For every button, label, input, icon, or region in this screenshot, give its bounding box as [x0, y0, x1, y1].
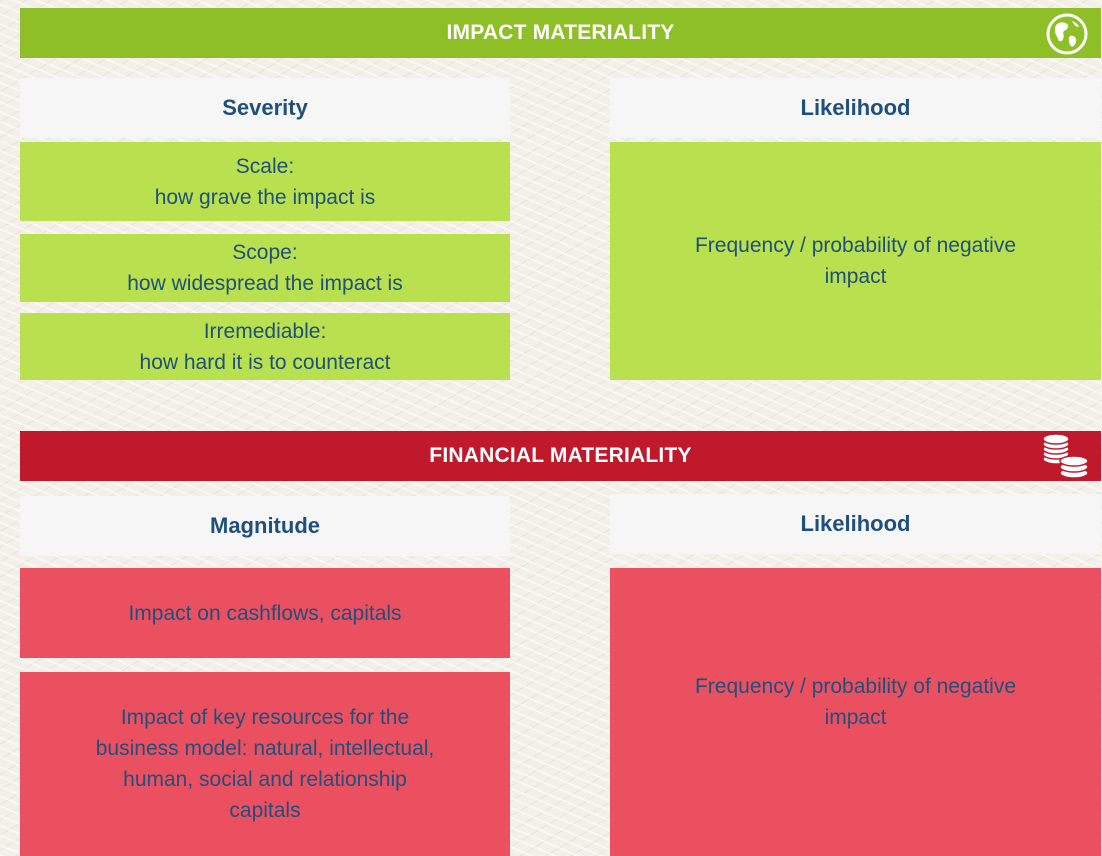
- impact-likelihood-heading: Likelihood: [610, 78, 1101, 138]
- impact-materiality-header: IMPACT MATERIALITY: [20, 8, 1101, 58]
- scope-description: how widespread the impact is: [127, 272, 403, 295]
- impact-likelihood-line1: Frequency / probability of negative: [694, 234, 1017, 257]
- severity-heading: Severity: [20, 78, 510, 138]
- scale-description: how grave the impact is: [154, 185, 376, 209]
- impact-materiality-title: IMPACT MATERIALITY: [446, 21, 675, 44]
- irremediable-description: how hard it is to counteract: [139, 350, 391, 374]
- impact-likelihood-box: Frequency / probability of negative impa…: [610, 142, 1101, 380]
- financial-materiality-header: FINANCIAL MATERIALITY: [20, 431, 1101, 481]
- key-resources-line1: Impact of key resources for the: [120, 706, 410, 729]
- severity-scale-box: Scale: how grave the impact is: [20, 142, 510, 221]
- financial-likelihood-box: Frequency / probability of negative impa…: [610, 568, 1101, 856]
- financial-materiality-title: FINANCIAL MATERIALITY: [429, 444, 692, 467]
- impact-likelihood-line2: impact: [824, 265, 887, 288]
- key-resources-line3: human, social and relationship: [123, 768, 407, 791]
- key-resources-line2: business model: natural, intellectual,: [95, 737, 435, 760]
- irremediable-label: Irremediable:: [203, 319, 327, 343]
- severity-scope-box: Scope: how widespread the impact is: [20, 234, 510, 302]
- globe-icon: [1045, 12, 1089, 62]
- magnitude-heading: Magnitude: [20, 496, 510, 556]
- cashflows-text: Impact on cashflows, capitals: [128, 601, 402, 625]
- severity-irremediable-box: Irremediable: how hard it is to countera…: [20, 313, 510, 380]
- coins-icon: [1041, 433, 1091, 487]
- financial-likelihood-heading: Likelihood: [610, 494, 1101, 554]
- financial-likelihood-line2: impact: [824, 706, 887, 729]
- key-resources-line4: capitals: [229, 799, 301, 822]
- cashflows-box: Impact on cashflows, capitals: [20, 568, 510, 658]
- scale-label: Scale:: [235, 154, 295, 178]
- financial-likelihood-line1: Frequency / probability of negative: [694, 675, 1017, 698]
- scope-label: Scope:: [232, 241, 298, 264]
- key-resources-box: Impact of key resources for the business…: [20, 672, 510, 856]
